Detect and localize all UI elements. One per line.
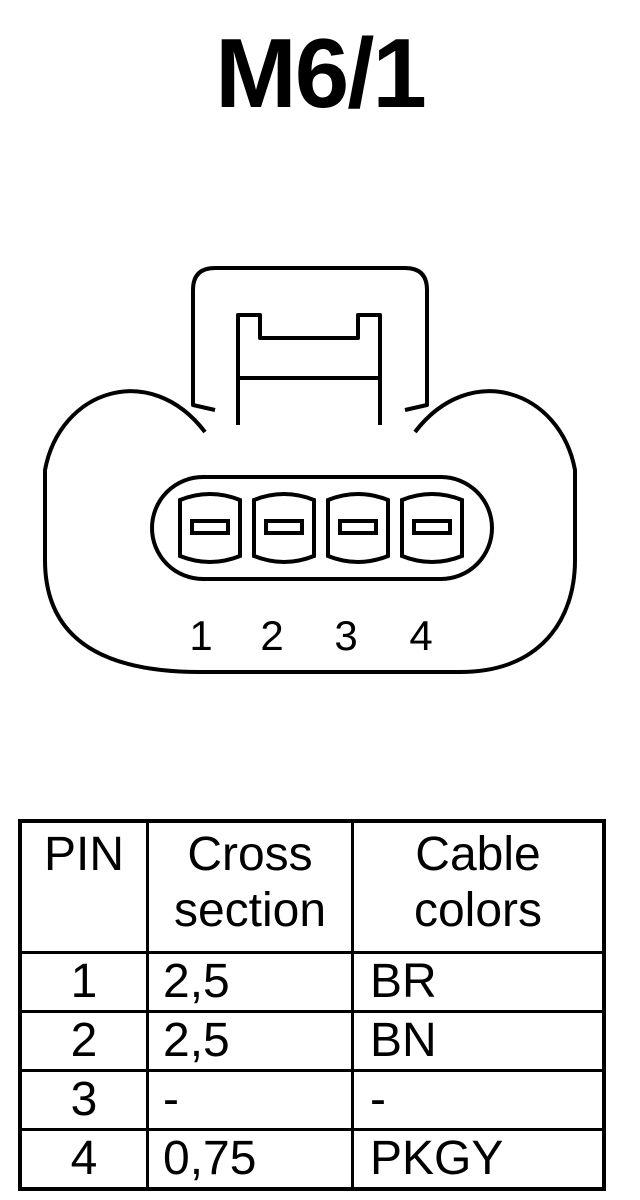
cell-cable-color: - (351, 1069, 606, 1131)
header-cross-line-1: Cross (187, 828, 313, 881)
pin-number-label: 1 (189, 612, 212, 659)
cell-cross-section: 0,75 (146, 1128, 354, 1191)
pin-cavity-2 (252, 492, 316, 564)
pin-number-label: 4 (409, 612, 432, 659)
cell-pin: 2 (18, 1010, 149, 1072)
header-pin-text: PIN (43, 828, 124, 881)
pin-cavity-3 (326, 492, 390, 564)
connector-housing-outline (43, 389, 577, 674)
cell-pin: 3 (18, 1069, 149, 1131)
connector-title: M6/1 (215, 18, 427, 128)
pin-number-label: 3 (334, 612, 357, 659)
header-cross-section: Cross section (146, 819, 354, 954)
pin-cavity-4 (400, 492, 464, 564)
table-header-row: PIN Cross section Cable colors (18, 819, 606, 954)
pin-assignment-table: PIN Cross section Cable colors 1 2,5 BR … (18, 819, 606, 1191)
pin-cavity-frame (150, 475, 494, 581)
cell-pin: 1 (18, 951, 149, 1013)
pin-number-label: 2 (260, 612, 283, 659)
cell-cable-color: PKGY (351, 1128, 606, 1191)
header-cable-colors: Cable colors (351, 819, 606, 954)
cell-cable-color: BR (351, 951, 606, 1013)
cell-pin: 4 (18, 1128, 149, 1191)
table-row: 3 - - (18, 1069, 606, 1131)
cell-cross-section: 2,5 (146, 951, 354, 1013)
connector-diagram: 1 2 3 4 (43, 266, 577, 674)
latch-outer (191, 266, 429, 412)
header-pin: PIN (18, 819, 149, 954)
cell-cross-section: - (146, 1069, 354, 1131)
header-cross-line-2: section (173, 884, 327, 937)
cell-cross-section: 2,5 (146, 1010, 354, 1072)
header-color-line-1: Cable (415, 828, 541, 881)
table-row: 4 0,75 PKGY (18, 1128, 606, 1191)
cell-cable-color: BN (351, 1010, 606, 1072)
latch-inner (236, 313, 382, 425)
pin-cavity-1 (178, 492, 242, 564)
table-row: 1 2,5 BR (18, 951, 606, 1013)
table-row: 2 2,5 BN (18, 1010, 606, 1072)
header-color-line-2: colors (413, 884, 543, 937)
